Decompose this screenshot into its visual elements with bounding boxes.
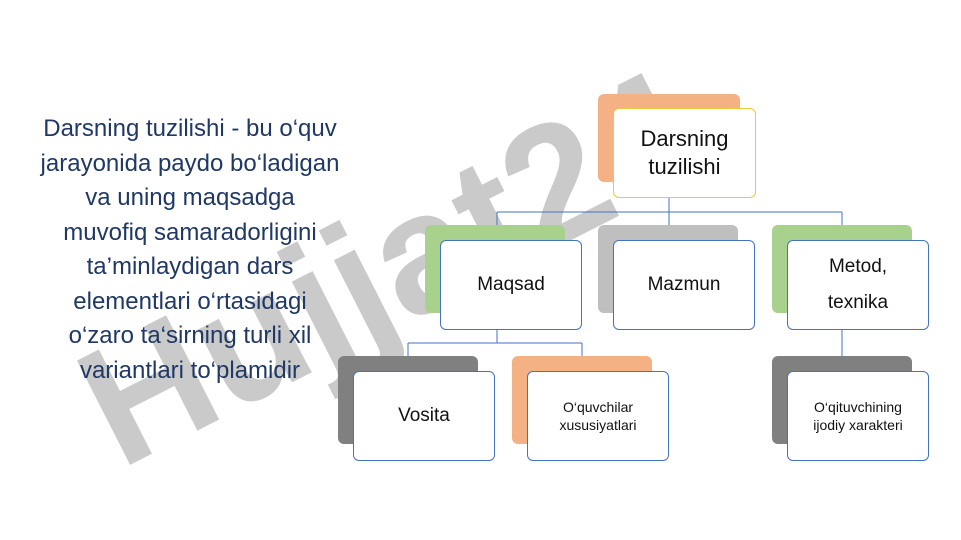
node-metod-texnika: Metod, texnika [787,240,929,330]
node-label: Maqsad [477,274,545,295]
node-label: Mazmun [647,274,721,295]
node-label: O‘qituvchining ijodiy xarakteri [813,399,903,433]
node-oqituvchining-ijodiy-xarakteri: O‘qituvchining ijodiy xarakteri [787,371,929,461]
node-mazmun: Mazmun [613,240,755,330]
node-label: Darsning tuzilishi [640,126,729,179]
node-oquvchilar-xususiyatlari: O‘quvchilar xususiyatlari [527,371,669,461]
node-label: Vosita [398,405,450,426]
intro-paragraph: Darsning tuzilishi - bu o‘quv jarayonida… [40,115,340,384]
node-darsning-tuzilishi: Darsning tuzilishi [613,108,756,198]
node-maqsad: Maqsad [440,240,582,330]
connector-maqsad-children [407,330,583,371]
node-vosita: Vosita [353,371,495,461]
node-label: Metod, texnika [827,256,889,313]
node-label: O‘quvchilar xususiyatlari [559,399,637,433]
